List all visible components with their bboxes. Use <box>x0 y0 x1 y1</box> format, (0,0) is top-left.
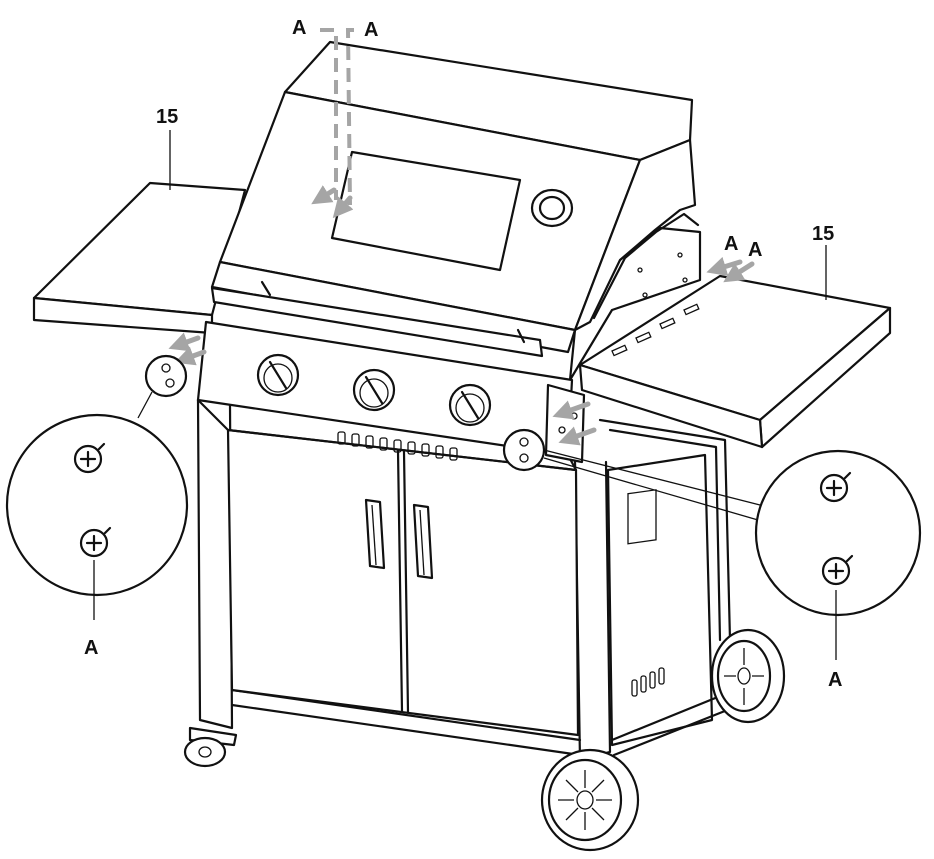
wheel-front-right <box>540 748 640 852</box>
side-slots <box>611 303 700 357</box>
hood-handle <box>210 280 544 358</box>
grill-hood <box>210 40 702 382</box>
door-handle-right <box>412 503 434 580</box>
assembly-arrows <box>168 28 755 446</box>
arrow-icon <box>311 185 337 205</box>
firebox-bolts <box>637 252 688 298</box>
screw-icon <box>79 526 112 558</box>
arrow-icon <box>345 28 354 206</box>
grill-cart <box>196 398 742 762</box>
knob-middle <box>352 368 396 412</box>
arrow-icon <box>558 426 597 446</box>
screw-label-top-right: A <box>364 19 378 41</box>
caster-left <box>183 726 238 768</box>
knob-right <box>448 383 492 427</box>
part-label-right: 15 <box>812 223 834 245</box>
arrow-icon <box>332 195 354 219</box>
arrow-icon <box>168 332 201 352</box>
screw-icon <box>161 363 171 373</box>
part-label-left: 15 <box>156 106 178 128</box>
screw-icon <box>519 437 529 447</box>
callout-left <box>5 354 189 620</box>
callout-label-right: A <box>828 669 842 691</box>
door-handle-left <box>364 498 386 570</box>
screw-label-top-left: A <box>292 17 306 39</box>
screw-icon <box>73 442 106 474</box>
screw-icon <box>519 453 529 463</box>
arrow-icon <box>174 346 207 366</box>
side-vents <box>631 667 665 697</box>
side-shelf-right <box>578 274 892 449</box>
screw-label-mid-right-2: A <box>748 239 762 261</box>
callout-right <box>502 428 922 660</box>
knob-left <box>256 353 300 397</box>
arrow-icon <box>706 256 743 277</box>
wheel-rear-right <box>710 628 786 724</box>
screw-label-mid-right-1: A <box>724 233 738 255</box>
screw-icon <box>165 378 175 388</box>
front-vents <box>337 431 458 461</box>
screw-icon <box>821 554 854 586</box>
arrow-icon <box>723 261 755 283</box>
screw-icon <box>819 471 852 503</box>
arrow-icon <box>552 400 591 420</box>
callout-label-left: A <box>84 637 98 659</box>
thermometer-icon <box>530 188 574 228</box>
side-shelf-left <box>32 181 247 335</box>
arrow-icon <box>320 28 338 200</box>
